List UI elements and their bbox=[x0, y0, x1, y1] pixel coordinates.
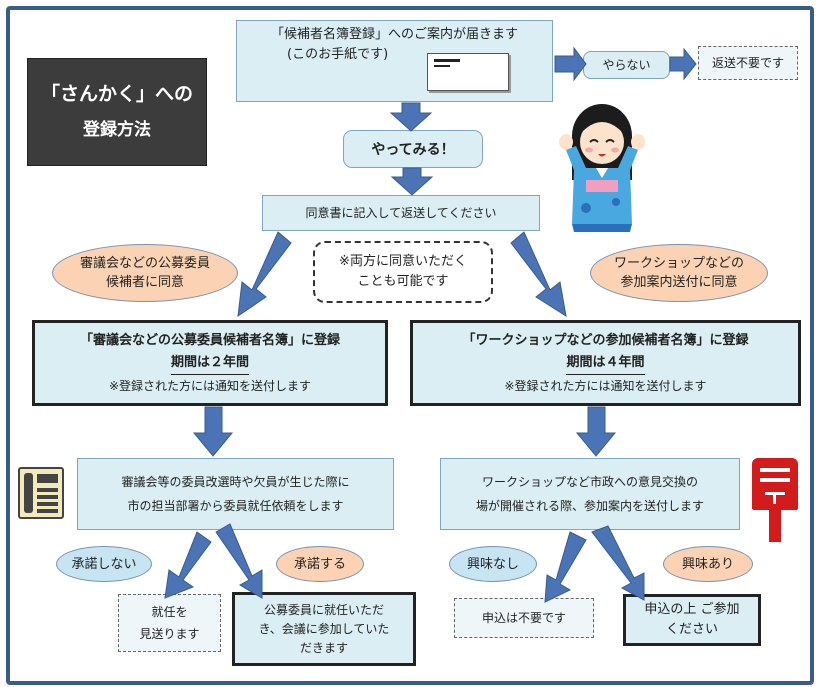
arrow-to-right-accept bbox=[591, 525, 645, 601]
arrow-to-right-decline bbox=[544, 531, 587, 603]
telephone-icon bbox=[18, 467, 64, 519]
right-info-line-2: 場が開催される際、参加案内を送付します bbox=[475, 499, 704, 513]
no-button-label: やらない bbox=[602, 57, 651, 72]
girl-mascot bbox=[556, 96, 648, 236]
left-accept-label: 承諾する bbox=[293, 556, 346, 572]
both-note-line-2: ことも可能です bbox=[357, 274, 449, 289]
right-consent-line-2: 参加案内送付に同意 bbox=[620, 275, 738, 290]
arrow-to-right-register bbox=[510, 231, 567, 318]
left-decline-line-1: 就任を bbox=[151, 605, 188, 619]
arrow-to-left-decline bbox=[164, 531, 212, 599]
invite-box: 「候補者名簿登録」へのご案内が届きます (このお手紙です) bbox=[236, 20, 553, 102]
left-accept-oval: 承諾する bbox=[276, 546, 364, 582]
title-line-2: 登録方法 bbox=[83, 120, 151, 140]
invite-line-1: 「候補者名簿登録」へのご案内が届きます bbox=[270, 27, 518, 42]
consent-box: 同意書に記入して返送してください bbox=[262, 195, 540, 231]
right-accept-box: 申込の上 ご参加 ください bbox=[623, 594, 761, 646]
title-line-1: 「さんかく」への bbox=[40, 83, 193, 105]
left-accept-line-3: だきます bbox=[299, 640, 348, 655]
arrow-to-no bbox=[554, 46, 587, 82]
left-decline-label: 承諾しない bbox=[71, 556, 137, 572]
left-decline-box: 就任を 見送ります bbox=[118, 594, 221, 652]
envelope-icon bbox=[427, 53, 509, 91]
right-accept-line-1: 申込の上 ご参加 bbox=[644, 602, 740, 617]
left-decline-oval: 承諾しない bbox=[56, 546, 152, 582]
try-button-label: やってみる！ bbox=[371, 142, 455, 158]
no-reply-box: 返送不要です bbox=[698, 46, 798, 80]
left-accept-box: 公募委員に就任いただ き、会議に参加していた だきます bbox=[232, 592, 416, 666]
arrow-to-try bbox=[389, 102, 433, 132]
left-register-note: ※登録された方には通知を送付します bbox=[108, 378, 312, 393]
left-info-line-1: 審議会等の委員改選時や欠員が生じた際に bbox=[121, 475, 350, 489]
both-note-line-1: ※両方に同意いただく bbox=[339, 254, 467, 269]
left-register-title: 「審議会などの公募委員候補者名簿」に登録 bbox=[79, 332, 340, 348]
right-info-box: ワークショップなど市政への意見交換の 場が開催される際、参加案内を送付します bbox=[440, 458, 740, 530]
right-accept-line-2: ください bbox=[665, 622, 718, 637]
right-register-period: 期間は４年間 bbox=[566, 352, 645, 375]
arrow-to-consent bbox=[390, 167, 434, 196]
try-button: やってみる！ bbox=[343, 130, 483, 168]
right-accept-label: 興味あり bbox=[681, 556, 734, 572]
left-accept-line-1: 公募委員に就任いただ bbox=[263, 602, 384, 617]
arrow-to-no-reply bbox=[669, 47, 697, 81]
arrow-to-left-register bbox=[237, 231, 292, 318]
no-reply-label: 返送不要です bbox=[711, 55, 784, 70]
left-decline-line-2: 見送ります bbox=[139, 627, 200, 641]
right-decline-box: 申込は不要です bbox=[454, 598, 594, 638]
invite-line-2: (このお手紙です) bbox=[287, 47, 389, 62]
right-consent-line-1: ワークショップなどの bbox=[613, 256, 744, 271]
right-register-note: ※登録された方には通知を送付します bbox=[504, 378, 707, 393]
left-consent-oval: 審議会などの公募委員 候補者に同意 bbox=[52, 244, 238, 302]
right-decline-label: 興味なし bbox=[466, 556, 519, 572]
right-decline-oval: 興味なし bbox=[449, 546, 537, 582]
left-accept-line-2: き、会議に参加していた bbox=[258, 621, 390, 636]
arrow-to-right-info bbox=[575, 406, 617, 457]
left-consent-line-2: 候補者に同意 bbox=[105, 275, 184, 290]
left-info-box: 審議会等の委員改選時や欠員が生じた際に 市の担当部署から委員就任依頼をします bbox=[77, 458, 394, 530]
outer-frame bbox=[6, 6, 814, 685]
mailbox-icon bbox=[752, 458, 798, 544]
left-register-box: 「審議会などの公募委員候補者名簿」に登録 期間は２年間 ※登録された方には通知を… bbox=[32, 320, 388, 406]
title-box: 「さんかく」への 登録方法 bbox=[27, 58, 207, 166]
right-register-box: 「ワークショップなどの参加候補者名簿」に登録 期間は４年間 ※登録された方には通… bbox=[410, 320, 801, 406]
left-register-period: 期間は２年間 bbox=[170, 352, 249, 375]
right-register-title: 「ワークショップなどの参加候補者名簿」に登録 bbox=[462, 332, 749, 348]
arrow-to-left-accept bbox=[215, 523, 263, 599]
left-info-line-2: 市の担当部署から委員就任依頼をします bbox=[127, 499, 344, 513]
right-accept-oval: 興味あり bbox=[663, 546, 753, 582]
no-button: やらない bbox=[583, 51, 670, 79]
arrow-to-left-info bbox=[192, 406, 234, 457]
left-consent-line-1: 審議会などの公募委員 bbox=[79, 256, 210, 271]
consent-label: 同意書に記入して返送してください bbox=[305, 205, 497, 220]
both-consent-note: ※両方に同意いただく ことも可能です bbox=[313, 241, 493, 303]
right-decline-label-text: 申込は不要です bbox=[481, 610, 566, 625]
right-info-line-1: ワークショップなど市政への意見交換の bbox=[481, 475, 698, 489]
right-consent-oval: ワークショップなどの 参加案内送付に同意 bbox=[590, 244, 768, 302]
